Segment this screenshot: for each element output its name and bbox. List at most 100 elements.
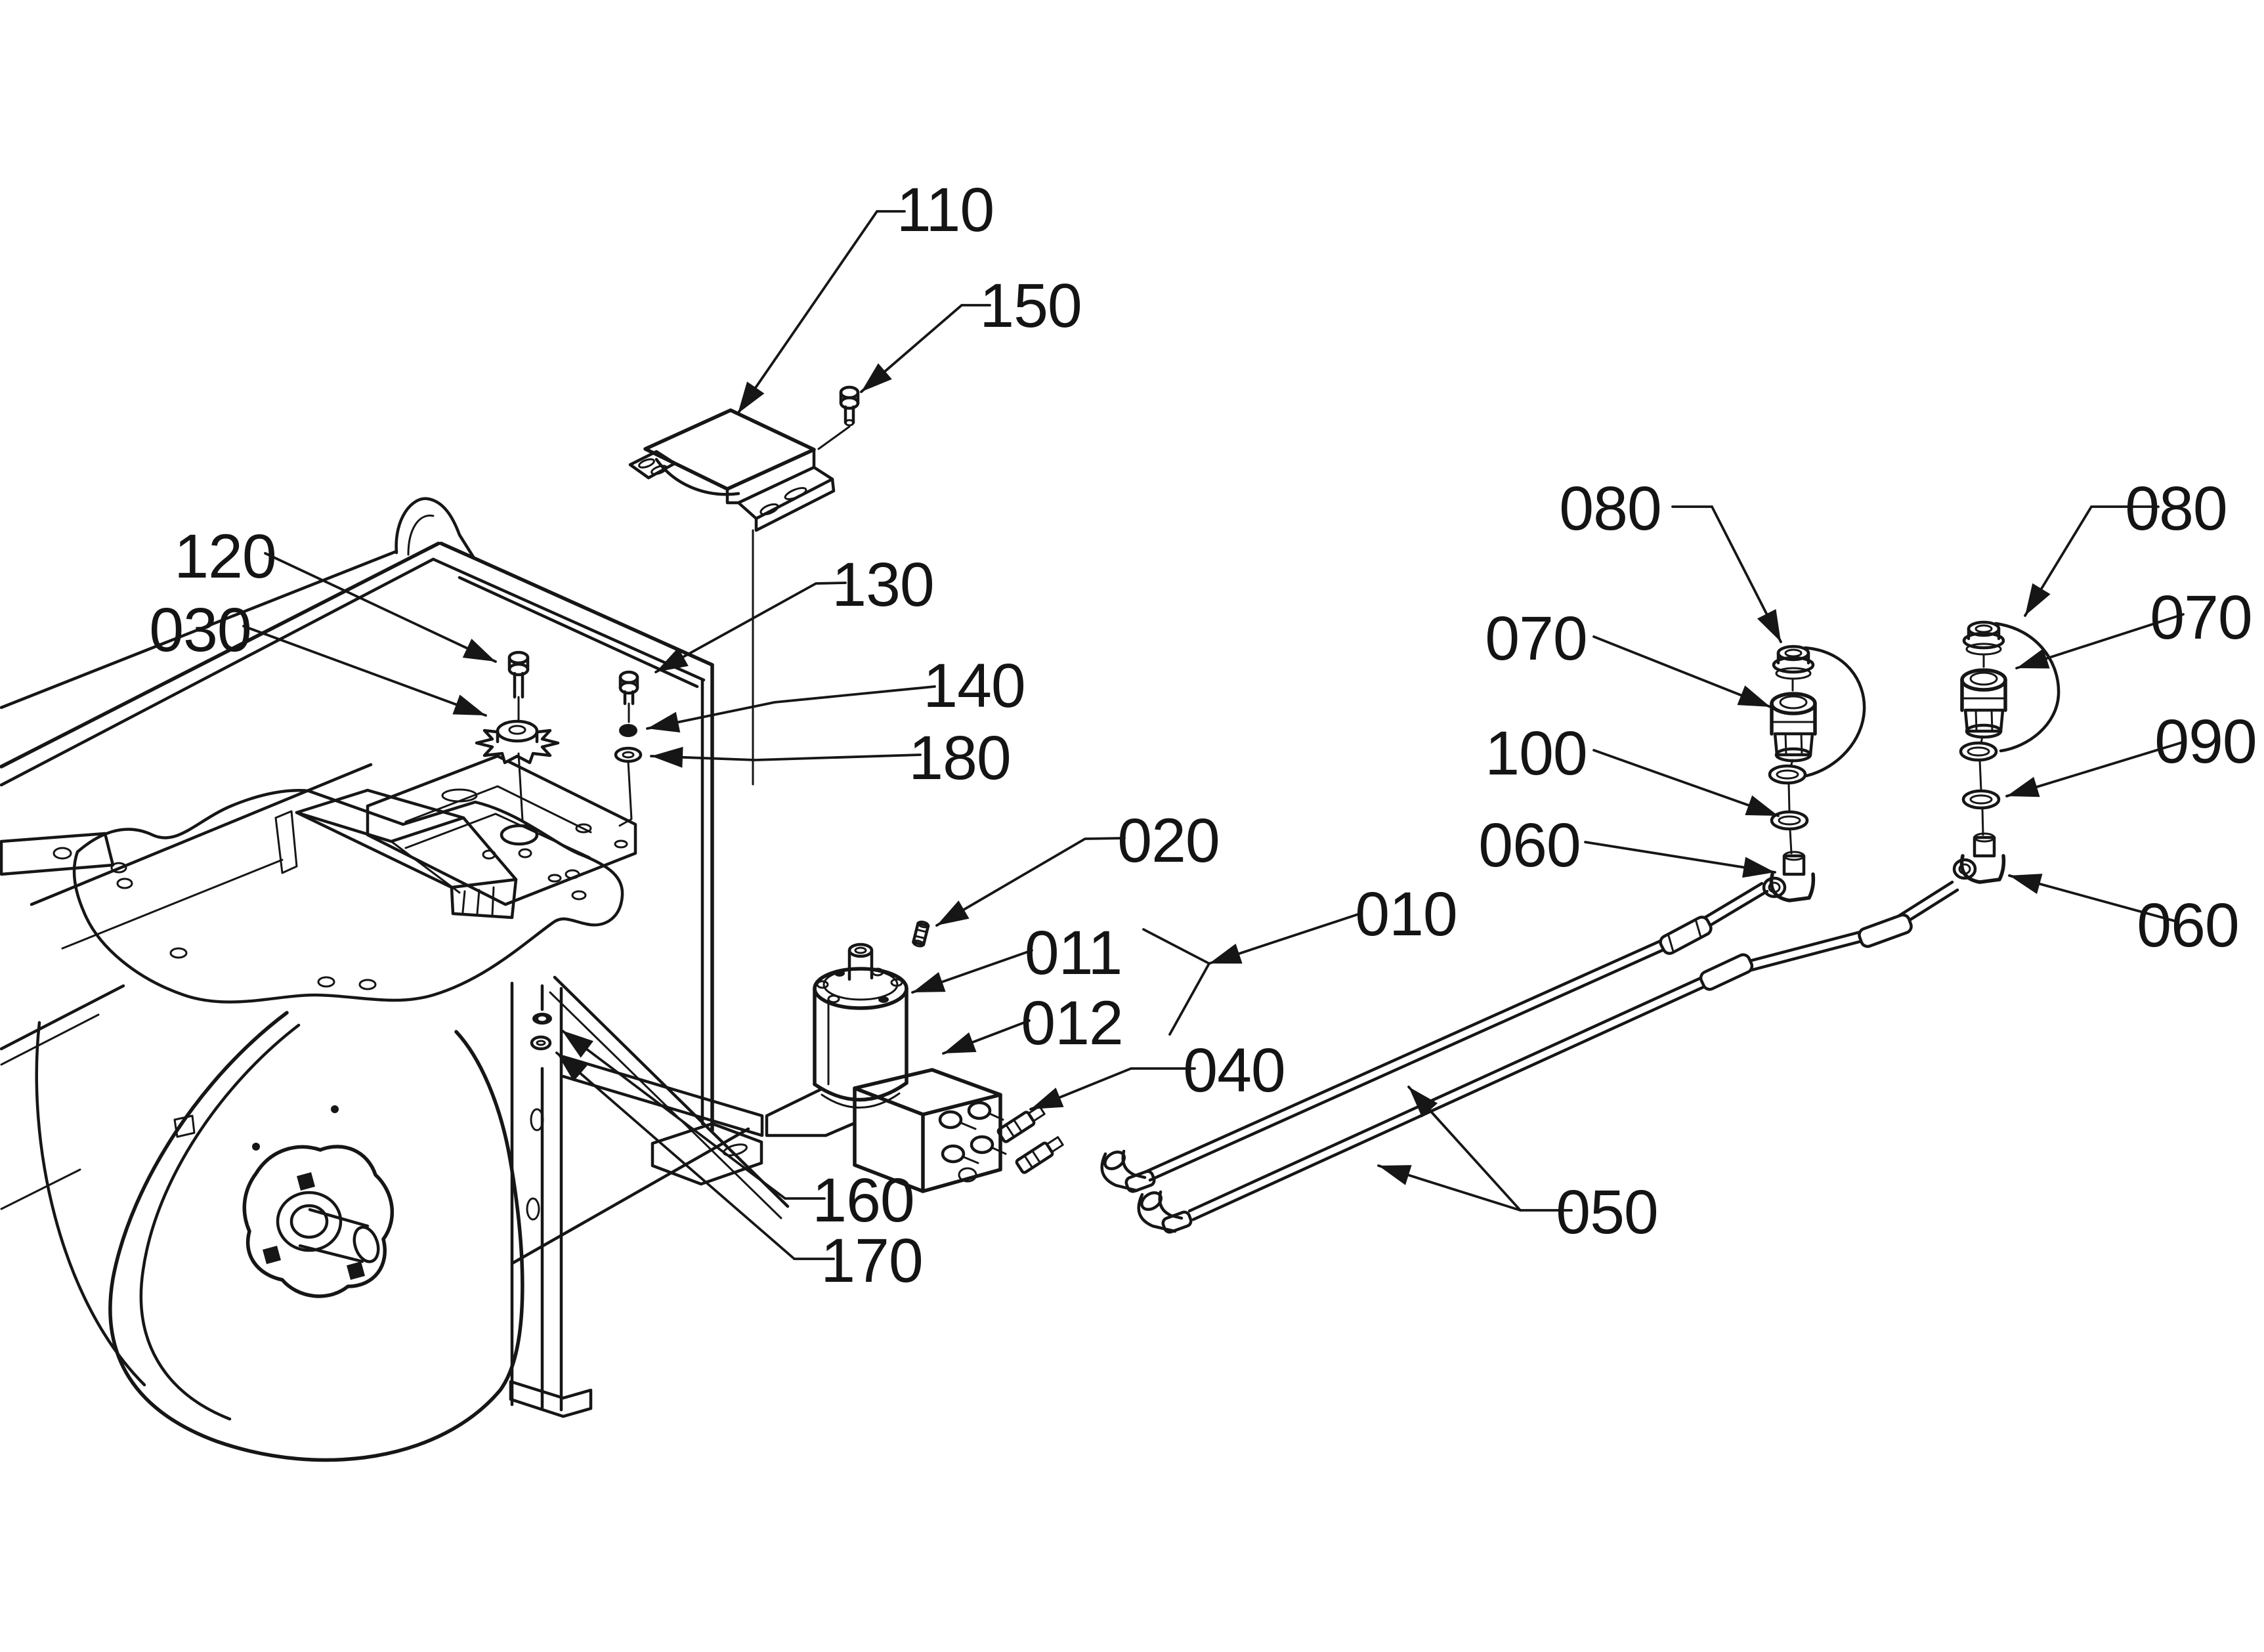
oring-upper-right (1959, 741, 1998, 762)
leader-arrowhead (912, 971, 946, 992)
leader-070-right (2015, 613, 2185, 669)
elbow-060-left (1762, 851, 1816, 902)
leader-arrowhead (1737, 685, 1770, 707)
leader-012 (942, 1019, 1031, 1055)
leader-arrowhead (2017, 648, 2050, 669)
leader-arrowhead (462, 639, 496, 662)
leader-100 (1592, 749, 1780, 817)
callout-170: 170 (821, 1226, 923, 1296)
hose-elbow-valve-2 (1137, 1190, 1193, 1234)
washer-180 (614, 746, 643, 827)
leader-011 (911, 949, 1033, 994)
leader-160 (561, 1029, 826, 1200)
leader-arrowhead (562, 1030, 593, 1058)
leader-020 (935, 837, 1126, 927)
leader-080-right (2024, 505, 2160, 617)
adapter-fitting-040-a (996, 1105, 1046, 1143)
leader-170 (555, 1051, 835, 1260)
elbow-060-right (1952, 832, 2006, 884)
callout-060-right: 060 (2137, 891, 2239, 960)
funnel-chute (274, 788, 518, 920)
leader-030 (242, 625, 487, 717)
callout-120: 120 (174, 522, 276, 591)
bolt-120 (507, 650, 530, 722)
leader-080-left (1671, 505, 1782, 643)
oring-100 (1770, 810, 1809, 831)
leader-arrowhead (861, 363, 892, 392)
leader-060-right (2008, 874, 2178, 923)
leader-arrowhead (1745, 795, 1778, 816)
callout-012: 012 (1021, 988, 1123, 1058)
tether-left (1803, 646, 1866, 778)
quick-coupler-070-left (1770, 692, 1817, 763)
leader-060-left (1584, 841, 1776, 878)
gusset-plate (72, 789, 624, 1004)
drum (35, 1011, 524, 1462)
quick-coupler-070-right (1960, 668, 2007, 739)
leader-arrowhead (2025, 583, 2051, 616)
leader-arrowhead (1378, 1165, 1412, 1185)
leader-arrowhead (738, 381, 765, 413)
hopper-box (0, 541, 714, 1132)
leader-050 (1377, 1086, 1573, 1212)
callout-070-left: 070 (1485, 604, 1587, 673)
leader-arrowhead (557, 1053, 587, 1082)
callout-080-right: 080 (2125, 474, 2227, 543)
callout-110: 110 (897, 175, 994, 245)
leader-arrowhead (2007, 776, 2040, 797)
callout-010: 010 (1355, 879, 1457, 949)
leader-arrowhead (1742, 857, 1775, 878)
dust-cap-080-left (1772, 645, 1815, 680)
callout-160: 160 (812, 1166, 914, 1235)
callout-100: 100 (1485, 719, 1587, 788)
callout-090: 090 (2154, 707, 2257, 776)
leader-arrowhead (1409, 1087, 1438, 1118)
hydraulic-motor-011 (765, 942, 908, 1137)
leader-arrowhead (452, 694, 486, 715)
leader-010 (1142, 912, 1361, 1036)
hose-lower (1187, 880, 1959, 1221)
tether-right (1994, 622, 2061, 753)
leader-arrowhead (943, 1032, 977, 1053)
leader-arrowhead (1209, 943, 1243, 964)
nut-140 (619, 724, 637, 737)
leader-arrowhead (647, 711, 681, 732)
callout-180: 180 (908, 723, 1011, 793)
hose-upper (1144, 881, 1769, 1182)
leader-arrowhead (2009, 874, 2043, 895)
adapter-fitting-040-b (1015, 1136, 1064, 1174)
leader-arrowhead (651, 746, 683, 768)
cover-bracket-110 (628, 408, 836, 532)
callout-011: 011 (1025, 918, 1122, 988)
leader-040 (1029, 1067, 1196, 1111)
dust-cap-080-right (1962, 620, 2005, 656)
callout-080-left: 080 (1559, 474, 1661, 543)
rim-flap (395, 497, 476, 560)
drum-hub (242, 1145, 394, 1298)
washer-170 (530, 1035, 552, 1051)
leader-arrowhead (937, 900, 970, 925)
left-edge-rails (0, 832, 125, 1210)
callout-060-left: 060 (1478, 811, 1581, 880)
leader-090 (2005, 740, 2186, 797)
axis-right-tower (1978, 654, 1985, 836)
callout-050: 050 (1556, 1177, 1658, 1247)
callout-140: 140 (923, 651, 1025, 721)
bolt-130 (618, 670, 639, 723)
callout-030: 030 (149, 595, 251, 665)
callout-070-right: 070 (2150, 583, 2252, 652)
callout-020: 020 (1117, 806, 1220, 876)
leader-130 (654, 582, 847, 673)
leader-110 (737, 210, 906, 415)
callout-150: 150 (979, 271, 1082, 341)
leader-140 (646, 685, 936, 732)
leader-120 (264, 552, 497, 663)
leader-arrowhead (1031, 1088, 1064, 1109)
valve-block-012 (853, 1068, 1007, 1193)
pin-020 (912, 920, 930, 948)
callout-040: 040 (1183, 1036, 1285, 1105)
sprocket-030 (475, 719, 560, 830)
hose-elbow-valve-1 (1100, 1149, 1156, 1193)
